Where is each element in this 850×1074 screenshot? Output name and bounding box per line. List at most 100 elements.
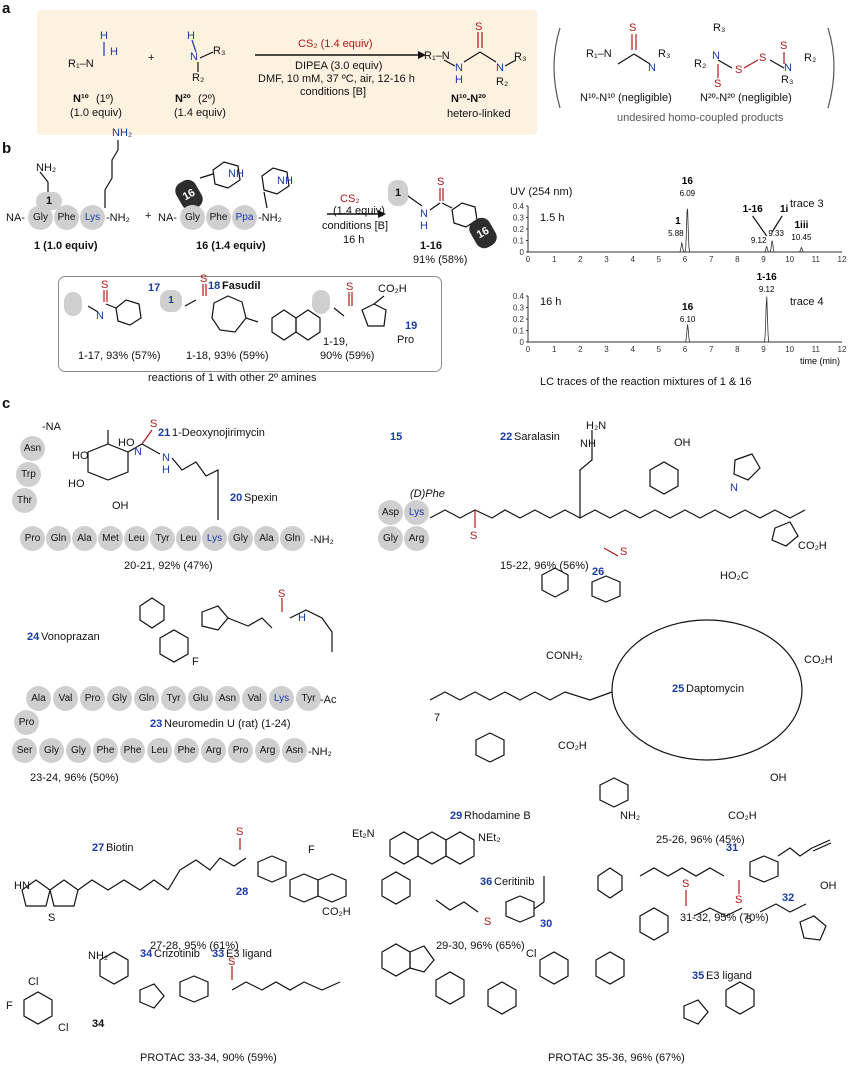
homo1-r1-left: R₁–N — [586, 48, 612, 60]
saralasin-nh: NH — [580, 438, 596, 450]
peak-time-1-16-trace4: 9.12 — [759, 285, 775, 294]
residue-ala: Ala — [26, 686, 51, 711]
spexin-na: -NA — [42, 421, 61, 433]
trace3-y-tick: 0.4 — [513, 202, 525, 211]
number-36: 36 — [480, 876, 493, 888]
product-label: N¹º-N²º — [451, 93, 486, 105]
saralasin-residue: Arg — [404, 526, 429, 551]
dapto-co2h-3: CO₂H — [728, 810, 757, 822]
number-32: 32 — [782, 892, 795, 904]
peak-label-16: 16 — [682, 176, 694, 187]
vonoprazan-f: F — [192, 656, 199, 668]
number-23: 23 — [150, 718, 163, 730]
dnj-n: N — [134, 446, 142, 458]
secondary-amine-r3: R₃ — [213, 45, 226, 57]
yield-15-22: 15-22, 96% (56%) — [500, 560, 589, 572]
peak-label-16-trace4: 16 — [682, 302, 694, 313]
pep1-residue-lys: Lys — [80, 205, 105, 230]
peak-label-1i: 1i — [780, 204, 789, 215]
ceritinib-name: Ceritinib — [494, 876, 535, 888]
trace3-y-tick: 0.2 — [513, 225, 525, 234]
crizotinib-cl-1: Cl — [28, 976, 39, 988]
homo2-r2-left: R₂ — [694, 58, 707, 70]
trace4-y-tick: 0.3 — [513, 304, 525, 313]
n2-label: N²º — [175, 93, 191, 105]
residue-arg: Arg — [255, 738, 280, 763]
secondary-amine-r2: R₂ — [192, 72, 205, 84]
inset-blob-17 — [64, 292, 82, 316]
residue-ala: Ala — [254, 526, 279, 551]
residue-leu: Leu — [124, 526, 149, 551]
trace3-x-tick: 6 — [683, 255, 688, 264]
amine-1-nh2: NH₂ — [36, 162, 57, 174]
dapto-co2h-2: CO₂H — [558, 740, 587, 752]
residue-lys: Lys — [269, 686, 294, 711]
product-h: H — [455, 74, 463, 86]
saralasin-residue-lys: Lys — [404, 500, 429, 525]
dnj-name: 1-Deoxynojirimycin — [172, 427, 265, 439]
inset-blob-18: 1 — [160, 290, 182, 312]
saralasin-h2n: H₂N — [586, 420, 607, 432]
dnj-ho-1: HO — [72, 450, 89, 462]
residue-phe: Phe — [93, 738, 118, 763]
dnj-h: H — [162, 464, 170, 476]
piperidine-nh: NH — [228, 168, 244, 180]
dapto-ho2c: HO₂C — [720, 570, 749, 582]
number-28: 28 — [236, 886, 249, 898]
panel-label-b: b — [2, 140, 12, 157]
number-24: 24 — [27, 631, 40, 643]
prod-nh: N — [420, 208, 428, 220]
crizotinib-nh2: NH₂ — [88, 950, 109, 962]
conditions-b: conditions [B] — [300, 86, 367, 98]
dapto-s: S — [620, 546, 628, 558]
lc-time-15h: 1.5 h — [540, 212, 565, 224]
trace4-x-tick: 0 — [526, 345, 531, 354]
biotin-hn: HN — [14, 880, 30, 892]
dnj-oh: OH — [112, 500, 129, 512]
residue-pro: Pro — [80, 686, 105, 711]
fasudil-name: Fasudil — [222, 280, 261, 292]
s-18: S — [200, 273, 208, 285]
residue-gln: Gln — [46, 526, 71, 551]
homo1-s: S — [629, 22, 637, 34]
plus-sign: + — [148, 52, 155, 64]
vonoprazan-nh: H — [298, 612, 306, 624]
dnj-ho-top: HO — [118, 437, 135, 449]
yield-17: 1-17, 93% (57%) — [78, 350, 161, 362]
number-21: 21 — [158, 427, 171, 439]
yield-23-24: 23-24, 96% (50%) — [30, 772, 119, 784]
residue-tyr: Tyr — [161, 686, 186, 711]
residue-gly: Gly — [39, 738, 64, 763]
s-17: S — [101, 279, 109, 291]
vonoprazan-name: Vonoprazan — [41, 631, 100, 643]
rhodamine-s: S — [484, 916, 492, 928]
trace4-x-tick: 7 — [709, 345, 714, 354]
trace4-x-tick: 2 — [578, 345, 583, 354]
homo2-s1: S — [735, 64, 743, 76]
neuromedin-pro: Pro — [14, 710, 39, 735]
ceritinib-cl: Cl — [526, 948, 537, 960]
saralasin-name: Saralasin — [514, 431, 560, 443]
trace4-x-tick: 4 — [630, 345, 635, 354]
residue-phe: Phe — [174, 738, 199, 763]
n1-equiv: (1.0 equiv) — [70, 107, 122, 119]
secondary-amine-h: H — [187, 30, 195, 42]
homo1-n-right: N — [648, 62, 656, 74]
trace4-x-tick: 1 — [552, 345, 557, 354]
pep16-residue: Gly — [180, 205, 205, 230]
yield-29-30: 29-30, 96% (65%) — [436, 940, 525, 952]
other-amines-box — [58, 276, 442, 372]
neuromedin-ac: -Ac — [320, 694, 337, 706]
trace3-y-tick: 0 — [520, 248, 525, 257]
peak-time-16: 6.09 — [680, 189, 696, 198]
peak-label-1iii: 1iii — [794, 220, 808, 231]
trace4-x-tick: 12 — [838, 345, 847, 354]
reagent-cs2: CS₂ (1.4 equiv) — [298, 38, 373, 50]
peak-time-16-trace4: 6.10 — [680, 315, 696, 324]
number-19: 19 — [405, 320, 418, 332]
residue-gly: Gly — [228, 526, 253, 551]
pep1-nh2: -NH₂ — [106, 212, 130, 224]
